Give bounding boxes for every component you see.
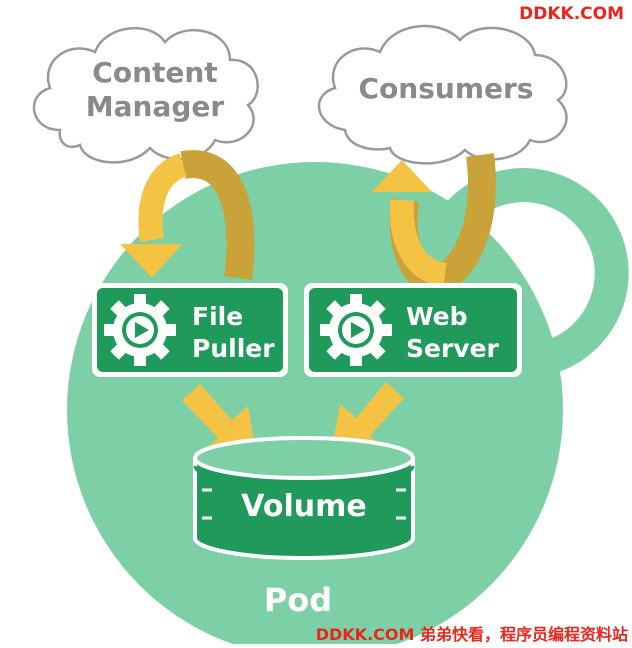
- cloud-label-line2: Manager: [86, 90, 225, 123]
- container-label-line1: File: [192, 302, 243, 331]
- container-label-line1: Web: [406, 302, 468, 331]
- arrow-head: [120, 244, 182, 278]
- volume-cylinder: Volume: [193, 436, 415, 560]
- arrow-icon: [180, 150, 255, 281]
- arrow-content-to-puller: [120, 150, 255, 281]
- cloud-icon: [32, 27, 259, 164]
- pod-label: Pod: [264, 581, 332, 619]
- arrow-shaft: [138, 153, 188, 242]
- gear-play-icon: [104, 294, 176, 366]
- arrow-head: [372, 160, 432, 192]
- container-label-line2: Puller: [192, 334, 275, 363]
- volume-label: Volume: [241, 489, 366, 524]
- cylinder-icon: [193, 436, 415, 560]
- container-web-server: Web Server: [304, 283, 522, 377]
- gear-play-icon: [320, 294, 392, 366]
- watermark-bottom: DDKK.COM 弟弟快看，程序员编程资料站: [316, 625, 628, 644]
- cloud-consumers: Consumers: [317, 24, 568, 165]
- cloud-icon: [317, 24, 568, 165]
- watermark-top: DDKK.COM: [519, 4, 624, 24]
- container-label-line2: Server: [406, 334, 500, 363]
- container-file-puller: File Puller: [92, 283, 288, 377]
- pod-loop-ring: [438, 168, 629, 379]
- cloud-label-line1: Content: [92, 56, 217, 89]
- arrow-server-to-consumers: [372, 153, 496, 295]
- arrow-shaft: [389, 199, 448, 287]
- cloud-content-manager: Content Manager: [32, 27, 259, 164]
- cloud-label: Consumers: [359, 72, 534, 105]
